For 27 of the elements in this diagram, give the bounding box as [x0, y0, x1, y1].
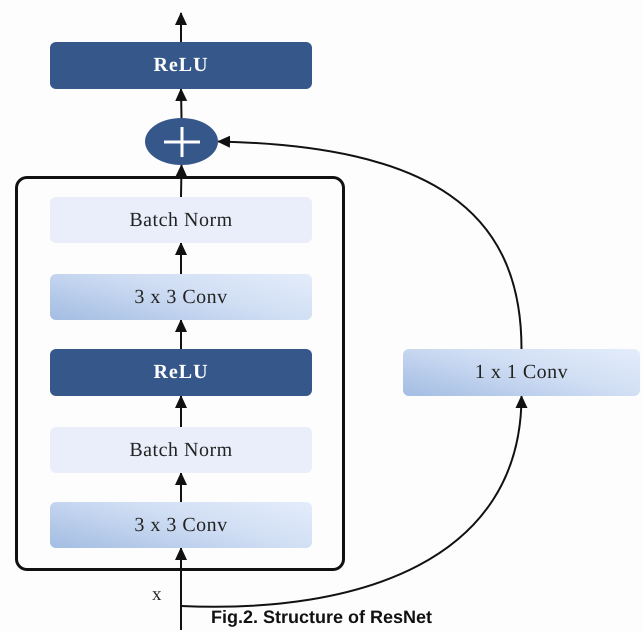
arrow [175, 88, 188, 118]
layer-label: ReLU [153, 361, 209, 384]
arrow [175, 547, 187, 630]
arrow [175, 164, 188, 198]
arrow [175, 12, 187, 42]
layer-box [50, 427, 312, 473]
arrow [175, 395, 187, 427]
layer-box [50, 349, 312, 396]
arrow [217, 136, 522, 350]
layer-box [50, 197, 312, 243]
layer-label: 3 x 3 Conv [134, 286, 228, 308]
block-frame [15, 176, 345, 571]
arrow [175, 319, 187, 349]
figure-caption: Fig.2. Structure of ResNet [210, 607, 434, 628]
arrow [175, 472, 187, 502]
layer-box [403, 349, 640, 396]
layer-box [50, 42, 312, 89]
layer-box [50, 502, 312, 548]
layer-label: Batch Norm [129, 208, 233, 232]
layer-label: 3 x 3 Conv [134, 514, 228, 536]
input-label: x [152, 584, 162, 606]
arrow [175, 242, 187, 274]
arrow [180, 395, 526, 608]
layer-label: ReLU [153, 54, 209, 77]
layer-label: Batch Norm [129, 438, 233, 462]
layer-label: 1 x 1 Conv [474, 361, 568, 384]
layer-box [50, 274, 312, 320]
